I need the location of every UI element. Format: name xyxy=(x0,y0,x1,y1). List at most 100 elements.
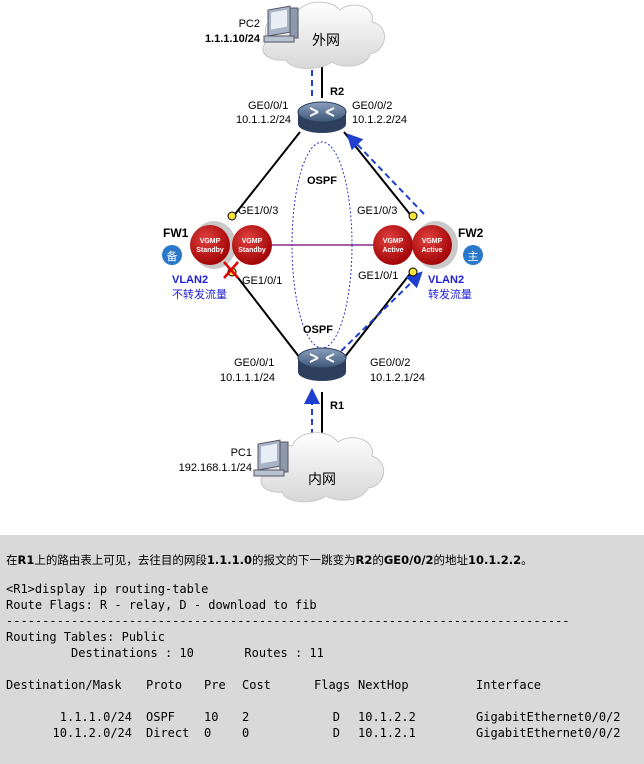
cloud-internal: 内网 xyxy=(260,432,384,503)
header-proto: Proto xyxy=(146,678,183,692)
fw1-vlan: VLAN2 xyxy=(172,274,208,286)
row-interface: GigabitEthernet0/0/2 xyxy=(476,710,621,724)
row-nexthop: 10.1.2.1 xyxy=(358,726,416,740)
fw1-top-port-dot xyxy=(227,211,237,221)
r2-left-port: GE0/0/1 xyxy=(248,100,288,112)
fw2-vgmp-left-line1: VGMP xyxy=(383,238,404,245)
router-r2 xyxy=(297,101,347,133)
r1-left-port: GE0/0/1 xyxy=(234,357,274,369)
fw1-badge-circle xyxy=(162,245,182,265)
table-header: Destination/Mask Proto Pre Cost Flags Ne… xyxy=(6,677,638,693)
r1-name: R1 xyxy=(330,400,344,412)
fw1-vgmp-right-line2: Standby xyxy=(238,247,266,254)
r1-left-ip: 10.1.1.1/24 xyxy=(220,372,275,384)
routing-tables-line: Routing Tables: Public xyxy=(6,630,165,644)
header-flags: Flags xyxy=(314,678,351,692)
router-r1 xyxy=(297,347,347,381)
fw2-note: 转发流量 xyxy=(428,287,472,301)
link-r2-fw1 xyxy=(231,131,301,219)
header-interface: Interface xyxy=(476,678,542,692)
firewall-fw1: VGMP Standby VGMP Standby xyxy=(190,211,272,279)
fw1-bottom-port: GE1/0/1 xyxy=(242,275,282,287)
fw2-vgmp-left-line2: Active xyxy=(382,247,403,254)
firewall-fw2: VGMP Active VGMP Active xyxy=(373,211,458,277)
separator-line: ----------------------------------------… xyxy=(6,614,570,628)
note-bold-text: 1.1.1.0 xyxy=(206,553,252,567)
fw1-note: 不转发流量 xyxy=(172,287,227,301)
pc1-name: PC1 xyxy=(231,447,252,459)
cloud-external-label: 外网 xyxy=(312,33,340,49)
routing-table-console: 在R1上的路由表上可见，去往目的网段1.1.1.0的报文的下一跳变为R2的GE0… xyxy=(0,535,644,764)
row-pre: 0 xyxy=(204,726,212,740)
note-bold-text: R2 xyxy=(355,553,373,567)
fw1-vgmp-right-circle xyxy=(232,225,272,265)
row-cost: 0 xyxy=(242,726,250,740)
fw1-vgmp-left-line2: Standby xyxy=(196,247,224,254)
fw2-vlan: VLAN2 xyxy=(428,274,464,286)
network-topology-diagram: 外网 PC2 1.1.1.10/24 R2 GE0/0/1 10.1.1.2/2… xyxy=(162,1,484,503)
ospf-bottom-label: OSPF xyxy=(303,324,333,336)
cloud-internal-label: 内网 xyxy=(308,472,336,488)
pc2-icon xyxy=(263,5,299,43)
row-destination: 10.1.2.0/24 xyxy=(52,726,132,740)
row-pre: 10 xyxy=(204,710,219,724)
note-bold-text: GE0/0/2 xyxy=(383,553,434,567)
fw2-name: FW2 xyxy=(458,226,484,240)
pc2-ip: 1.1.1.10/24 xyxy=(205,33,261,45)
blocked-x-icon xyxy=(223,261,239,279)
fw1-vgmp-right-line1: VGMP xyxy=(242,238,263,245)
row-flags: D xyxy=(332,726,340,740)
row-nexthop: 10.1.2.2 xyxy=(358,710,416,724)
table-row: 1.1.1.0/24 OSPF 10 2 D 10.1.2.2 GigabitE… xyxy=(6,709,638,725)
fw2-bottom-port: GE1/0/1 xyxy=(358,270,398,282)
row-cost: 2 xyxy=(242,710,250,724)
traffic-path xyxy=(304,42,425,445)
r2-name: R2 xyxy=(330,86,344,98)
pc1-icon xyxy=(253,439,289,477)
traffic-fw2-to-r2 xyxy=(346,133,425,215)
fw2-badge: 主 xyxy=(468,250,479,263)
note-text: 。 xyxy=(521,553,533,567)
r2-right-ip: 10.1.2.2/24 xyxy=(352,114,407,126)
fw2-vgmp-right-circle xyxy=(412,225,452,265)
fw2-bottom-port-dot xyxy=(408,267,418,277)
header-cost: Cost xyxy=(242,678,271,692)
fw1-vgmp-left-line1: VGMP xyxy=(200,238,221,245)
row-flags: D xyxy=(332,710,340,724)
row-interface: GigabitEthernet0/0/2 xyxy=(476,726,621,740)
note-bold-text: 10.1.2.2 xyxy=(468,553,522,567)
row-proto: Direct xyxy=(146,726,190,740)
link-fw1-r1 xyxy=(231,269,301,359)
fw2-top-port-dot xyxy=(408,211,418,221)
fw1-vgmp-left-circle xyxy=(190,225,230,265)
ospf-top-label: OSPF xyxy=(307,175,337,187)
r2-left-ip: 10.1.1.2/24 xyxy=(236,114,291,126)
row-destination: 1.1.1.0/24 xyxy=(59,710,132,724)
note-text: 的地址 xyxy=(433,553,469,567)
note-bold-text: R1 xyxy=(17,553,35,567)
fw2-badge-circle xyxy=(463,245,483,265)
pc2-name: PC2 xyxy=(239,18,260,30)
table-row: 10.1.2.0/24 Direct 0 0 D 10.1.2.1 Gigabi… xyxy=(6,725,638,741)
fw2-vgmp-right-line2: Active xyxy=(421,247,442,254)
pc1-ip: 192.168.1.1/24 xyxy=(179,462,252,474)
header-nexthop: NextHop xyxy=(358,678,409,692)
router-arrows-icon xyxy=(309,107,335,117)
fw2-vgmp-left-circle xyxy=(373,225,413,265)
fw2-top-port: GE1/0/3 xyxy=(357,205,397,217)
fw2-vgmp-right-line1: VGMP xyxy=(422,238,443,245)
r1-right-ip: 10.1.2.1/24 xyxy=(370,372,425,384)
command-line: <R1>display ip routing-table xyxy=(6,582,209,596)
router-arrows-icon xyxy=(309,353,335,363)
note-text: 在 xyxy=(6,553,18,567)
fw1-top-port: GE1/0/3 xyxy=(238,205,278,217)
destinations-line: Destinations : 10 Routes : 11 xyxy=(6,646,324,660)
header-pre: Pre xyxy=(204,678,226,692)
note-text: 的 xyxy=(372,553,384,567)
r2-right-port: GE0/0/2 xyxy=(352,100,392,112)
row-proto: OSPF xyxy=(146,710,175,724)
route-flags-line: Route Flags: R - relay, D - download to … xyxy=(6,598,317,612)
r1-right-port: GE0/0/2 xyxy=(370,357,410,369)
fw1-name: FW1 xyxy=(163,226,189,240)
header-destination: Destination/Mask xyxy=(6,678,122,692)
